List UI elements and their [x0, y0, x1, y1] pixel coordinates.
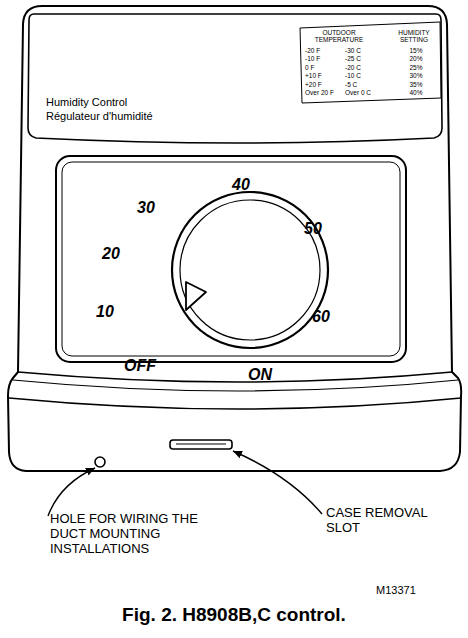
table-cell: -30 C [345, 47, 383, 54]
table-cell: 40% [398, 89, 434, 96]
table-cell: 0 F [305, 64, 343, 71]
dial-number: 60 [306, 308, 336, 326]
dial-number: 50 [298, 220, 328, 238]
table-cell: -20 C [345, 64, 383, 71]
table-cell: 20% [398, 55, 434, 62]
setting-label: ON [238, 366, 282, 384]
callout-label: CASE REMOVAL SLOT [326, 506, 456, 536]
table-cell: +20 F [305, 81, 343, 88]
panel-title: Régulateur d'humidité [46, 110, 246, 123]
dial-number: 10 [90, 303, 120, 321]
dial-number: 20 [96, 245, 126, 263]
dial-number: 40 [226, 176, 256, 194]
table-cell: -20 F [305, 47, 343, 54]
table-cell: +10 F [305, 72, 343, 79]
table-cell: -5 C [345, 81, 383, 88]
figure-caption: Fig. 2. H8908B,C control. [0, 604, 468, 626]
table-header: HUMIDITY SETTING [392, 29, 436, 44]
table-cell: 30% [398, 72, 434, 79]
table-cell: Over 20 F [305, 89, 343, 96]
table-cell: -10 F [305, 55, 343, 62]
table-cell: Over 0 C [345, 89, 383, 96]
setting-label: OFF [110, 357, 170, 375]
callout-label: HOLE FOR WIRING THE DUCT MOUNTING INSTAL… [50, 512, 210, 557]
table-cell: 35% [398, 81, 434, 88]
table-cell: -10 C [345, 72, 383, 79]
table-header: OUTDOOR TEMPERATURE [306, 29, 372, 44]
panel-title: Humidity Control [46, 96, 246, 109]
table-cell: 15% [398, 47, 434, 54]
dial-number: 30 [131, 199, 161, 217]
figure-code: M13371 [376, 584, 456, 597]
table-cell: 25% [398, 64, 434, 71]
table-cell: -25 C [345, 55, 383, 62]
